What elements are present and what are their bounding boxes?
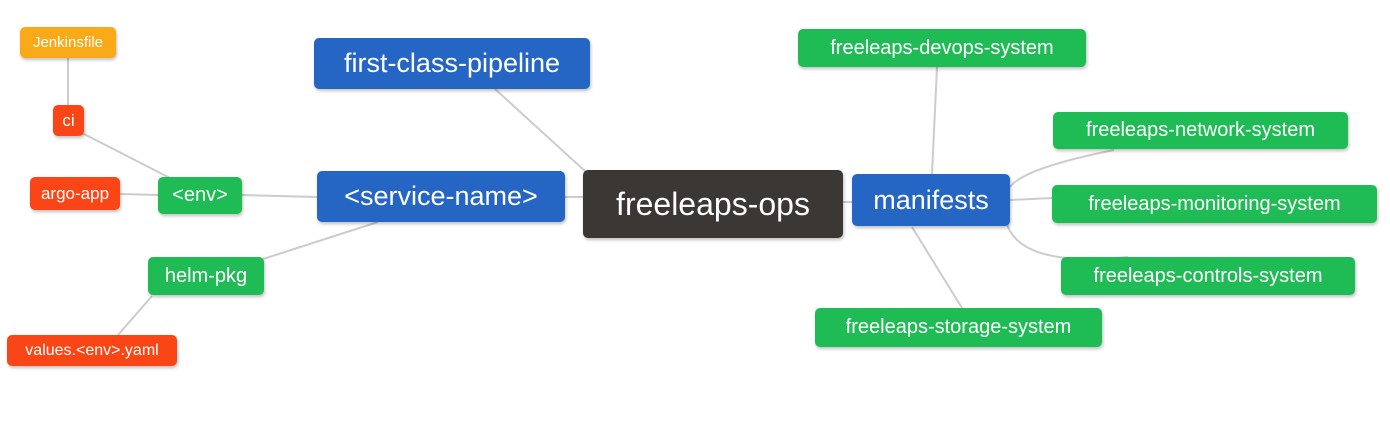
edge-service-name-env xyxy=(241,194,318,198)
node-values-env-yaml[interactable]: values.<env>.yaml xyxy=(7,335,177,366)
edge-service-name-helm-pkg xyxy=(262,221,379,260)
node-argo-app[interactable]: argo-app xyxy=(30,177,120,210)
node-freeleaps-monitoring-system[interactable]: freeleaps-monitoring-system xyxy=(1052,185,1377,223)
edge-manifests-monitoring-system xyxy=(1009,197,1053,201)
node-freeleaps-storage-system[interactable]: freeleaps-storage-system xyxy=(815,308,1102,347)
node-freeleaps-devops-system[interactable]: freeleaps-devops-system xyxy=(798,29,1086,67)
node-first-class-pipeline[interactable]: first-class-pipeline xyxy=(314,38,590,89)
edge-manifests-storage-system xyxy=(911,226,963,309)
node-helm-pkg[interactable]: helm-pkg xyxy=(148,257,264,295)
node-freeleaps-network-system[interactable]: freeleaps-network-system xyxy=(1053,112,1348,149)
edge-helm-pkg-values-env-yaml xyxy=(117,295,153,336)
edge-manifests-network-system xyxy=(1009,149,1115,188)
node-manifests[interactable]: manifests xyxy=(852,174,1010,226)
node-ci[interactable]: ci xyxy=(53,105,84,136)
edge-env-ci xyxy=(81,132,171,179)
edge-env-argo-app xyxy=(119,193,159,196)
edge-root-first-class-pipeline xyxy=(494,88,587,173)
node-root-freeleaps-ops[interactable]: freeleaps-ops xyxy=(583,170,843,238)
node-service-name[interactable]: <service-name> xyxy=(317,171,565,222)
node-freeleaps-controls-system[interactable]: freeleaps-controls-system xyxy=(1061,257,1355,295)
edge-manifests-devops-system xyxy=(931,66,938,175)
node-env[interactable]: <env> xyxy=(158,177,242,214)
node-jenkinsfile[interactable]: Jenkinsfile xyxy=(20,27,116,58)
edge-manifests-controls-system xyxy=(1005,220,1129,261)
